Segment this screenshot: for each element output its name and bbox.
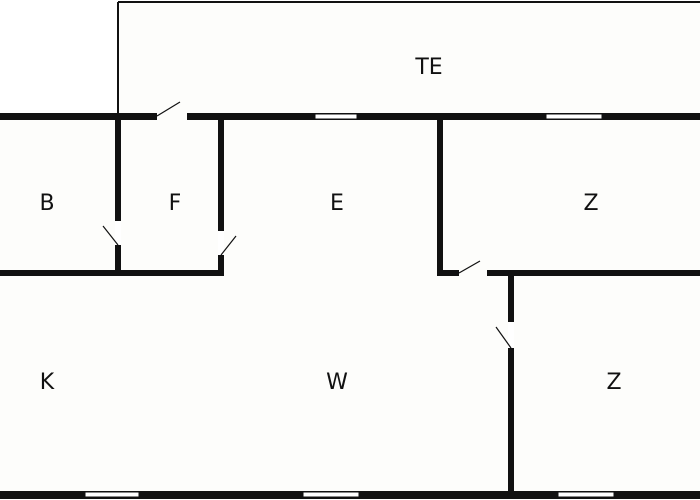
wall-foyer-entrance	[218, 113, 224, 275]
label-room-lower: Z	[606, 370, 621, 395]
label-terrace: TE	[414, 55, 442, 80]
label-entrance: E	[330, 191, 344, 216]
windows	[84, 113, 615, 498]
window-bottom-2	[302, 491, 360, 498]
terrace-floor	[118, 2, 700, 116]
wall-under-bathroom-foyer	[0, 270, 224, 276]
door-terrace	[156, 101, 181, 117]
wall-entrance-room-upper	[437, 113, 443, 275]
wall-bathroom-foyer	[115, 113, 121, 275]
doors	[102, 101, 512, 349]
window-top-1	[314, 113, 358, 120]
wall-top-left	[0, 113, 157, 120]
door-gap-bathroom	[115, 221, 121, 245]
door-foyer	[220, 235, 237, 256]
apartment-floor	[0, 116, 700, 496]
window-top-2	[545, 113, 603, 120]
wall-living-room-lower	[508, 270, 514, 496]
wall-top-right	[187, 113, 700, 120]
wall-under-room-upper-left	[437, 270, 459, 276]
window-bottom-3	[557, 491, 615, 498]
door-room-upper	[458, 260, 481, 274]
door-bathroom	[102, 225, 119, 246]
label-bathroom: B	[39, 191, 54, 216]
label-room-upper: Z	[583, 191, 598, 216]
label-kitchen: K	[40, 370, 55, 395]
door-openings	[115, 221, 514, 348]
label-foyer: F	[169, 191, 182, 216]
door-room-lower	[495, 326, 512, 349]
label-living-room: W	[326, 370, 348, 395]
door-gap-foyer	[218, 231, 224, 255]
room-labels: TE B F E Z K W Z	[39, 55, 621, 395]
window-bottom-1	[84, 491, 140, 498]
door-gap-room-lower	[508, 322, 514, 348]
wall-under-room-upper-right	[487, 270, 700, 276]
